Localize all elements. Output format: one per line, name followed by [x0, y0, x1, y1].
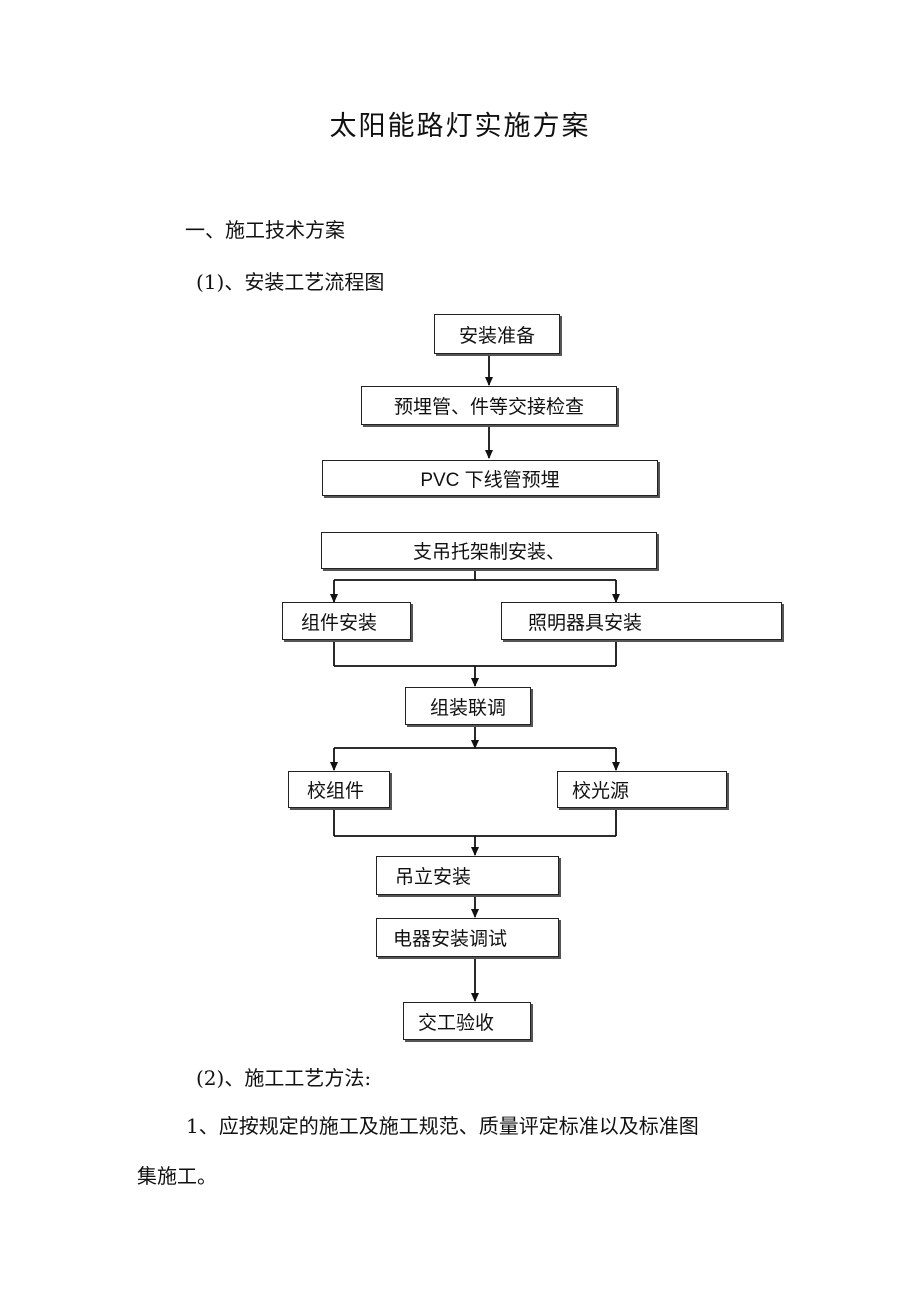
flow-node-electrical-debug: 电器安装调试: [376, 918, 559, 957]
section-heading: 一、施工技术方案: [185, 218, 345, 242]
flow-node-calibrate-light: 校光源: [557, 771, 727, 808]
subsection-heading-methods: (2)、施工工艺方法:: [196, 1066, 372, 1090]
flow-node-embedded-inspection: 预埋管、件等交接检查: [361, 386, 617, 425]
flow-node-handover-acceptance: 交工验收: [403, 1002, 531, 1040]
flow-node-luminaire-install: 照明器具安装: [501, 602, 782, 640]
subsection-heading-flowchart: (1)、安装工艺流程图: [196, 270, 385, 294]
flow-node-calibrate-module: 校组件: [288, 771, 390, 808]
flow-node-preparation: 安装准备: [434, 314, 560, 354]
flow-node-assembly-debug: 组装联调: [405, 687, 531, 725]
document-title: 太阳能路灯实施方案: [329, 111, 591, 142]
flow-node-pvc-conduit: PVC 下线管预埋: [322, 460, 658, 496]
flow-node-module-install: 组件安装: [282, 602, 411, 640]
paragraph-line-1: 1、应按规定的施工及施工规范、质量评定标准以及标准图: [186, 1114, 699, 1138]
flow-node-bracket-install: 支吊托架制安装、: [321, 532, 657, 569]
paragraph-line-2: 集施工。: [137, 1164, 217, 1188]
flow-node-hoisting-install: 吊立安装: [376, 856, 559, 895]
